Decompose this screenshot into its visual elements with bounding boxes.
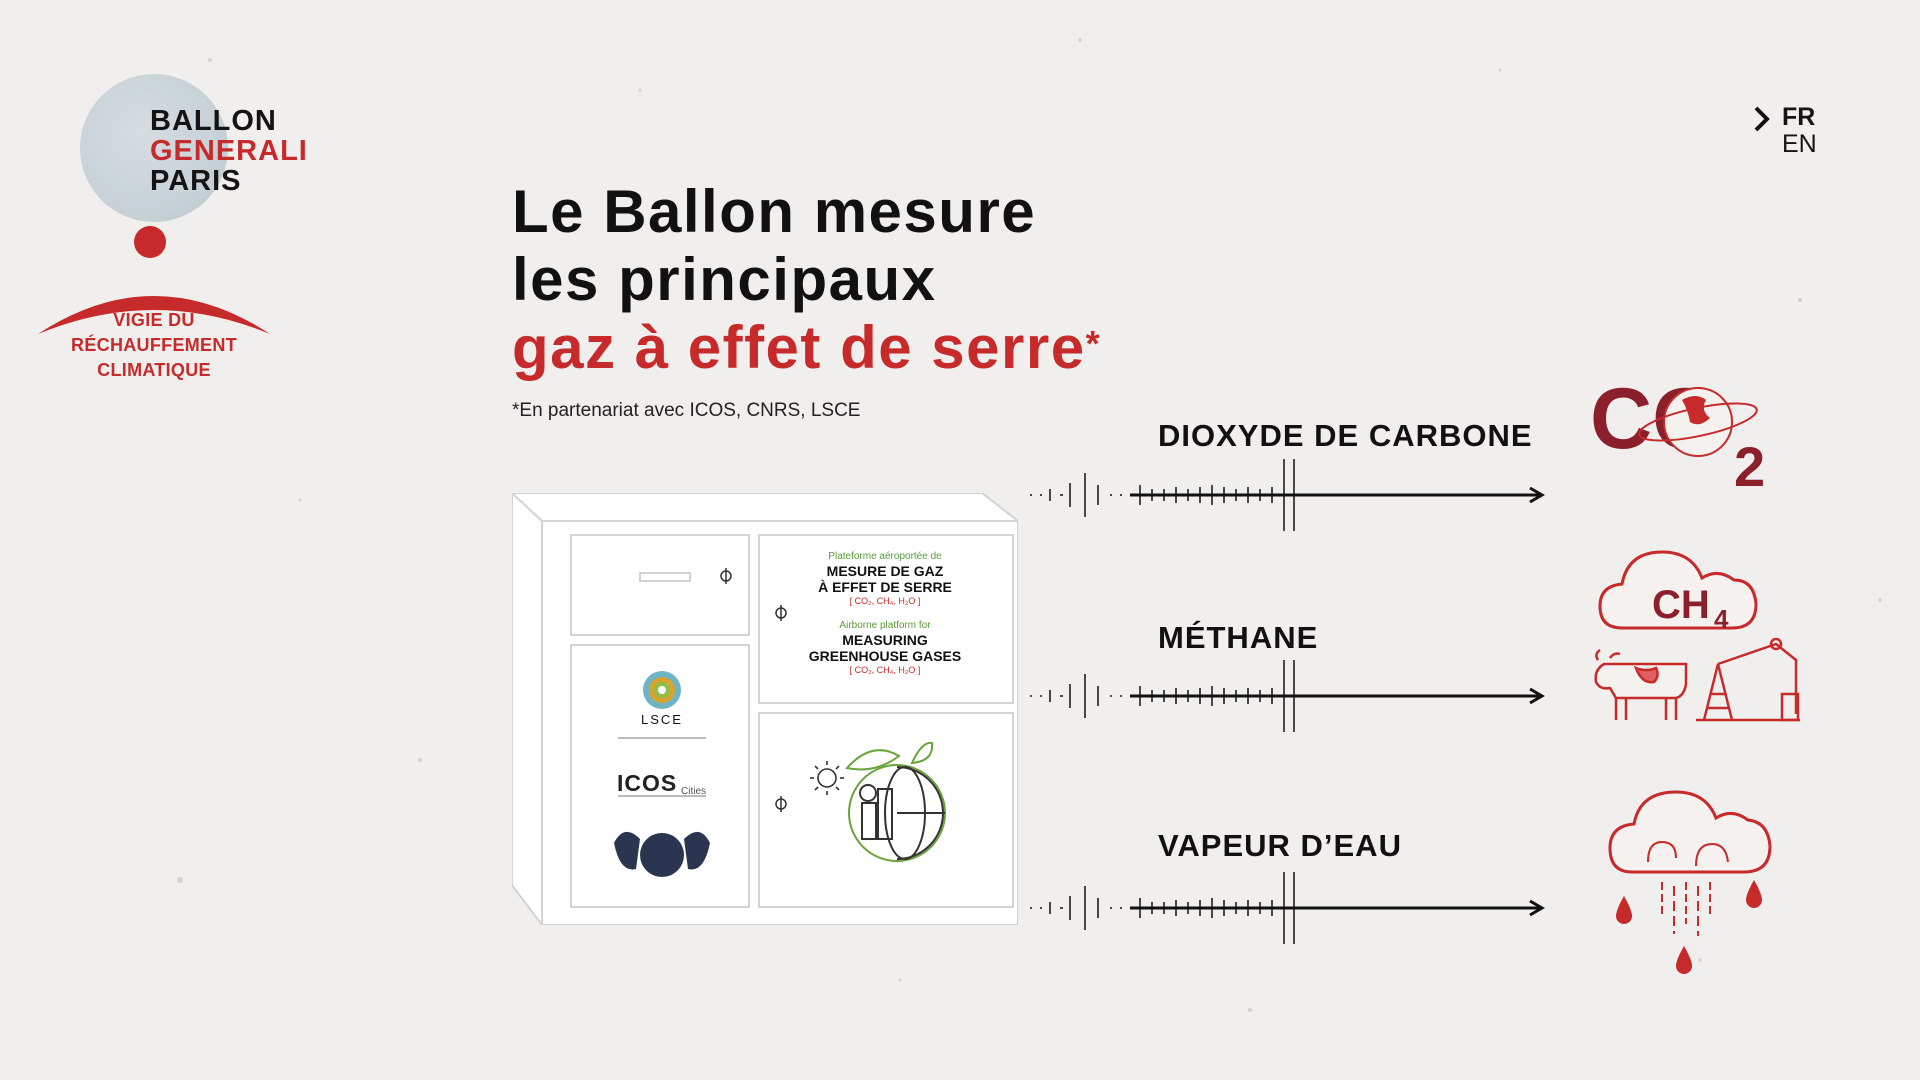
icos-cities-label: Cities [681, 786, 707, 797]
ballon-generali-logo[interactable]: BALLON GENERALI PARIS VIGIE DU RÉCHAUFFE… [30, 68, 330, 388]
page-title: Le Ballon mesure les principaux gaz à ef… [512, 178, 1101, 382]
signal-arrow-co2 [1030, 459, 1545, 531]
gas-label-water-vapor: VAPEUR D’EAU [1158, 828, 1402, 863]
cabinet-en-title-2: GREENHOUSE GASES [808, 648, 962, 664]
lsce-logo-icon [643, 671, 681, 709]
signal-arrow-water-vapor [1030, 872, 1545, 944]
cow-icon [1594, 648, 1688, 720]
ch4-subscript: 4 [1714, 604, 1729, 634]
methane-icon: CH 4 [1594, 550, 1800, 722]
gas-label-methane: MÉTHANE [1158, 620, 1319, 655]
rain-cloud-icon [1608, 790, 1772, 974]
measurement-cabinet-illustration [512, 493, 1018, 925]
lsce-label: LSCE [641, 712, 683, 727]
vigie-tagline: VIGIE DU RÉCHAUFFEMENT CLIMATIQUE [30, 308, 278, 383]
logo-line-ballon: BALLON [150, 105, 277, 137]
title-line-3: gaz à effet de serre* [512, 314, 1101, 382]
globe-icon [80, 74, 228, 222]
co2-icon: CO 2 [1590, 378, 1765, 490]
lang-en-link[interactable]: EN [1782, 130, 1817, 158]
title-line-1: Le Ballon mesure [512, 178, 1037, 245]
co2-subscript: 2 [1734, 435, 1765, 490]
icos-label: ICOS [617, 770, 678, 796]
balloon-dot-icon [134, 226, 166, 258]
partnership-note: *En partenariat avec ICOS, CNRS, LSCE [512, 400, 861, 421]
title-highlight: gaz à effet de serre [512, 314, 1086, 381]
title-line-2: les principaux [512, 246, 937, 313]
lang-fr-link[interactable]: FR [1782, 103, 1816, 131]
signal-arrow-methane [1030, 660, 1545, 732]
cabinet-en-gases: [ CO₂, CH₄, H₂O ] [849, 665, 921, 675]
cabinet-fr-intro: Plateforme aéroportée de [828, 551, 942, 562]
vigie-line-3: CLIMATIQUE [97, 360, 211, 380]
logo-line-paris: PARIS [150, 165, 242, 197]
aerophile-crest-icon [614, 831, 710, 877]
oil-pump-icon [1696, 637, 1800, 722]
cabinet-en-intro: Airborne platform for [839, 620, 931, 631]
cabinet-label-panel: Plateforme aéroportée de MESURE DE GAZ À… [760, 550, 1010, 676]
horizon-arc-icon [38, 296, 270, 334]
ch4-formula: CH [1652, 583, 1710, 627]
vigie-line-2: RÉCHAUFFEMENT [71, 335, 237, 355]
cabinet-fr-title-1: MESURE DE GAZ [826, 563, 944, 579]
cabinet-en-title-1: MEASURING [842, 632, 928, 648]
gas-label-co2: DIOXYDE DE CARBONE [1158, 418, 1533, 453]
title-asterisk: * [1085, 323, 1102, 364]
logo-wordmark: BALLON GENERALI PARIS [150, 106, 308, 196]
cabinet-fr-gases: [ CO₂, CH₄, H₂O ] [849, 596, 921, 606]
sun-icon [810, 761, 844, 795]
water-drops-icon [1616, 880, 1762, 974]
cabinet-fr-title-2: À EFFET DE SERRE [818, 579, 952, 595]
vigie-line-1: VIGIE DU [113, 310, 195, 330]
eco-globe-icon [845, 741, 946, 862]
logo-line-generali: GENERALI [150, 135, 308, 167]
chevron-right-icon [1754, 106, 1770, 132]
